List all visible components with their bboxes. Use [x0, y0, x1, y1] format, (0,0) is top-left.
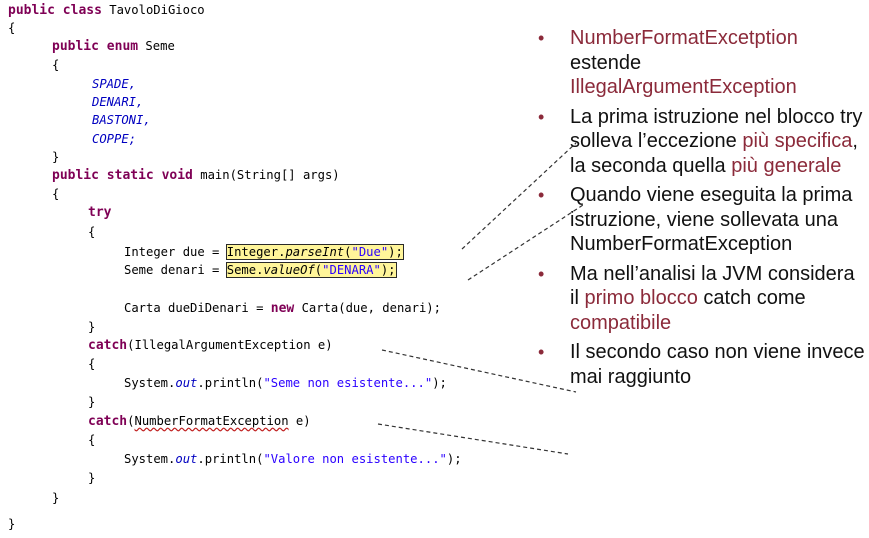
bullet-item: • Ma nell’analisi la JVM considera il pri…	[538, 262, 868, 336]
brace: }	[88, 320, 96, 334]
connector-line	[377, 423, 569, 455]
bullet-dot-icon: •	[538, 106, 545, 127]
main-declaration: public static void main(String[] args)	[52, 167, 340, 183]
bullet-item: • La prima istruzione nel blocco try soll…	[538, 105, 868, 179]
bullet-text: più specifica	[742, 130, 853, 152]
brace: }	[52, 491, 60, 505]
brace: {	[52, 58, 60, 72]
keyword: public static void	[52, 168, 193, 183]
main-signature: main(String[] args)	[192, 168, 340, 182]
brace: {	[88, 357, 96, 371]
value-of-statement: Seme denari = Seme.valueOf("DENARA");	[124, 262, 397, 278]
bullet-text: primo blocco	[584, 287, 698, 309]
connector-line	[381, 349, 577, 393]
println-statement: System.out.println("Valore non esistente…	[124, 452, 462, 466]
bullet-dot-icon: •	[538, 28, 545, 48]
bullet-list: • NumberFormatExcetption estende IllegalA…	[538, 26, 868, 389]
connector-line	[467, 204, 584, 281]
brace: {	[8, 21, 16, 35]
parse-int-statement: Integer due = Integer.parseInt("Due");	[124, 244, 404, 260]
bullet-text: La prima istruzione nel blocco try solle…	[570, 105, 863, 153]
keyword: public class	[8, 3, 102, 18]
enum-value: DENARI,	[92, 95, 144, 109]
bullet-item: • NumberFormatExcetption estende IllegalA…	[538, 26, 868, 100]
bullet-text: Il secondo caso non viene invece mai rag…	[570, 341, 865, 388]
bullet-text: più generale	[731, 154, 842, 177]
bullet-text: Ma nell’analisi la JVM considera il	[570, 262, 855, 310]
connector-line	[461, 142, 577, 250]
bullet-dot-icon: •	[538, 342, 545, 362]
class-name: TavoloDiGioco	[101, 3, 205, 17]
enum-value: COPPE;	[92, 132, 137, 146]
brace: {	[52, 187, 60, 201]
try-keyword: try	[88, 205, 112, 220]
carta-statement: Carta dueDiDenari = new Carta(due, denar…	[124, 301, 441, 316]
bullet-text: compatibile	[570, 311, 672, 334]
bullet-item: • Quando viene eseguita la prima istruzio…	[538, 183, 868, 257]
bullet-text: catch come	[697, 287, 806, 309]
enum-declaration: public enum Seme	[52, 38, 175, 54]
println-statement: System.out.println("Seme non esistente..…	[124, 376, 447, 390]
bullet-text: IllegalArgumentException	[570, 76, 797, 98]
bullet-dot-icon: •	[538, 263, 545, 284]
bullet-text: NumberFormatExcetption	[570, 27, 798, 49]
bullet-text: Quando viene eseguita la prima istruzion…	[570, 184, 853, 255]
class-declaration: public class TavoloDiGioco	[8, 2, 205, 18]
bullet-dot-icon: •	[538, 185, 545, 205]
keyword: public enum	[52, 39, 139, 54]
brace: {	[88, 225, 96, 239]
brace: }	[88, 471, 96, 485]
bullet-text: , la seconda quella	[570, 130, 858, 177]
highlighted-expression: Seme.valueOf("DENARA");	[225, 262, 397, 278]
brace: }	[8, 517, 16, 531]
bullet-text: estende	[570, 51, 642, 74]
highlighted-expression: Integer.parseInt("Due");	[225, 244, 404, 260]
enum-name: Seme	[138, 39, 175, 53]
enum-value: SPADE,	[92, 77, 137, 91]
catch-illegal-argument: catch(IllegalArgumentException e)	[88, 338, 333, 353]
brace: {	[88, 433, 96, 447]
enum-value: BASTONI,	[92, 113, 151, 127]
brace: }	[88, 395, 96, 409]
bullet-item: • Il secondo caso non viene invece mai ra…	[538, 340, 868, 389]
brace: }	[52, 150, 60, 164]
catch-number-format: catch(NumberFormatException e)	[88, 414, 311, 429]
